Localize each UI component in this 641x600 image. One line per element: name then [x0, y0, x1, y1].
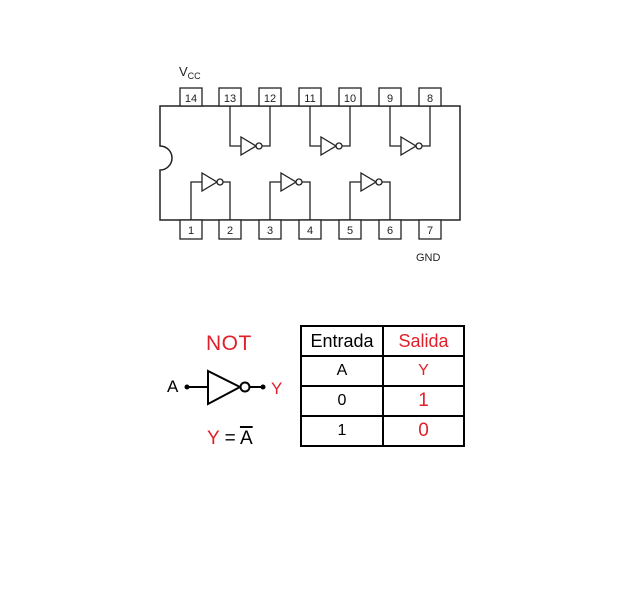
equation-equals: =: [219, 428, 240, 449]
inverter-13-12: [229, 106, 271, 157]
pin-3-number: 3: [267, 225, 273, 237]
inverter-1-2: [190, 171, 231, 220]
bottom-pins: 1 2 3 4 5 6 7: [179, 219, 442, 240]
pin-13-number: 13: [224, 93, 236, 105]
gate-input-label: A: [167, 377, 179, 396]
gate-output-label: Y: [271, 379, 283, 398]
pin-12-number: 12: [264, 93, 276, 105]
table-row: 0 1: [300, 385, 465, 417]
inverter-9-8: [389, 106, 431, 157]
not-gate-title: NOT: [206, 332, 252, 355]
table-cell-output: 0: [382, 415, 465, 447]
header-salida: Salida: [382, 325, 465, 357]
table-row: 1 0: [300, 415, 465, 447]
equation-output: Y: [207, 428, 220, 449]
pin-8-number: 8: [427, 93, 433, 105]
inverter-11-10: [309, 106, 351, 157]
table-header-row: Entrada Salida: [300, 325, 465, 357]
pin-1-number: 1: [188, 225, 194, 237]
pin-2-number: 2: [227, 225, 233, 237]
header-entrada: Entrada: [300, 325, 384, 357]
ic-7404-pinout: 14 13 12 11 10 9 8 1 2 3 4 5 6 7 VCC GND: [159, 64, 461, 264]
output-dot: [260, 384, 266, 390]
label-input: A: [300, 355, 384, 387]
table-cell-input: 0: [300, 385, 384, 417]
pin-9-number: 9: [387, 93, 393, 105]
label-output: Y: [382, 355, 465, 387]
not-gate-symbol: [184, 369, 266, 406]
pin-6-number: 6: [387, 225, 393, 237]
pin-7-number: 7: [427, 225, 433, 237]
equation-input-negated: A: [239, 428, 253, 449]
pin-14: [179, 87, 203, 107]
pin-14-number: 14: [185, 93, 197, 105]
gnd-label: GND: [416, 252, 441, 264]
inverter-5-6: [349, 171, 391, 220]
vcc-label: VCC: [179, 64, 201, 81]
chip-body: [159, 105, 461, 221]
pin-7: [418, 219, 442, 240]
top-pins: 14 13 12 11 10 9 8: [179, 87, 442, 107]
inversion-bubble: [239, 381, 251, 393]
table-cell-output: 1: [382, 385, 465, 417]
pin-10-number: 10: [344, 93, 356, 105]
gate-triangle: [207, 369, 243, 406]
pin-5-number: 5: [347, 225, 353, 237]
pin-11-number: 11: [304, 93, 315, 105]
inverter-3-4: [269, 171, 311, 220]
boolean-equation: Y = A: [207, 428, 253, 450]
pin-4-number: 4: [307, 225, 313, 237]
truth-table: Entrada Salida A Y 0 1 1 0: [300, 325, 465, 447]
table-cell-input: 1: [300, 415, 384, 447]
table-label-row: A Y: [300, 355, 465, 387]
